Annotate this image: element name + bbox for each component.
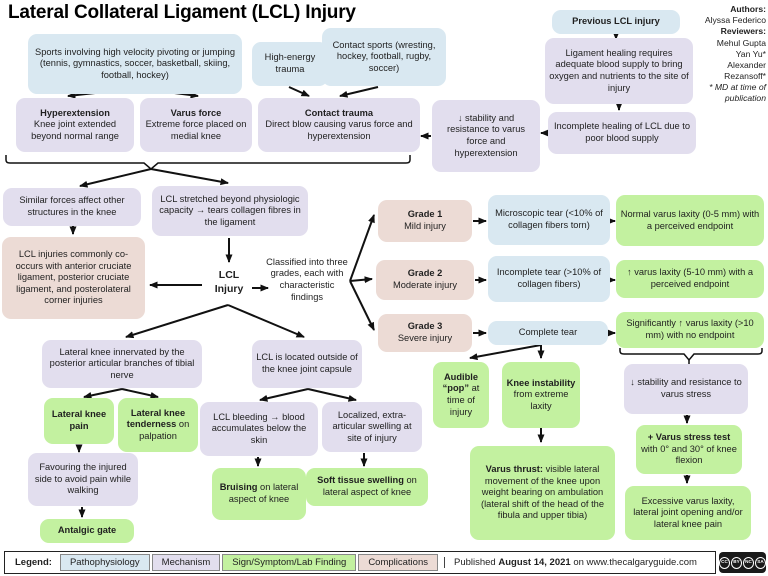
node-lateral-knee-innervation: Lateral knee innervated by the posterior…	[42, 340, 202, 388]
node-microscopic-tear: Microscopic tear (<10% of collagen fiber…	[488, 195, 610, 245]
node-co-occurring-injuries: LCL injuries commonly co-occurs with ant…	[2, 237, 145, 319]
cc-by-icon: by	[731, 556, 742, 569]
credits-block: Authors: Alyssa Federico Reviewers: Mehu…	[688, 4, 766, 105]
cc-sa-icon: sa	[755, 556, 766, 569]
node-decreased-stability-force: ↓ stability and resistance to varus forc…	[432, 100, 540, 172]
reviewers-label: Reviewers:	[720, 26, 766, 37]
cc-license-badge[interactable]: cc by nc sa	[719, 552, 766, 573]
legend-item-sign-symptom: Sign/Symptom/Lab Finding	[222, 554, 357, 571]
node-high-energy-trauma: High-energy trauma	[252, 42, 328, 86]
published-date: August 14, 2021	[498, 557, 571, 568]
node-lcl-location: LCL is located outside of the knee joint…	[252, 340, 362, 388]
node-increased-varus-laxity: ↑ varus laxity (5-10 mm) with a perceive…	[616, 260, 764, 298]
node-sports: Sports involving high velocity pivoting …	[28, 34, 242, 94]
node-audible-pop: Audible “pop” at time of injury	[433, 362, 489, 428]
node-previous-lcl-injury: Previous LCL injury	[552, 10, 680, 34]
legend-item-mechanism: Mechanism	[151, 554, 221, 571]
node-contact-sports: Contact sports (wresting, hockey, footba…	[322, 28, 446, 86]
md-note: * MD at time of publication	[709, 82, 766, 104]
published-line: Published August 14, 2021 on www.thecalg…	[443, 557, 697, 568]
reviewer-name: Yan Yu*	[735, 48, 766, 59]
node-lcl-stretched: LCL stretched beyond physiologic capacit…	[152, 186, 308, 236]
cc-icon: cc	[719, 556, 730, 569]
node-normal-varus-laxity: Normal varus laxity (0-5 mm) with a perc…	[616, 195, 764, 246]
legend-label: Legend:	[15, 557, 52, 568]
node-ligament-healing: Ligament healing requires adequate blood…	[545, 38, 693, 104]
legend-bar: Legend: Pathophysiology Mechanism Sign/S…	[4, 551, 716, 574]
node-bruising: Bruising on lateral aspect of knee	[212, 468, 306, 520]
node-lcl-injury: LCL Injury	[214, 269, 244, 295]
node-excessive-varus-laxity: Excessive varus laxity, lateral joint op…	[625, 486, 751, 540]
node-similar-forces: Similar forces affect other structures i…	[3, 188, 141, 226]
node-lateral-knee-pain: Lateral knee pain	[44, 398, 114, 444]
reviewer-name: Alexander Rezansoff*	[724, 59, 766, 82]
node-varus-stress-test: + Varus stress test with 0° and 30° of k…	[636, 425, 742, 474]
node-lateral-knee-tenderness: Lateral knee tenderness on palpation	[118, 398, 198, 452]
node-favouring-injured-side: Favouring the injured side to avoid pain…	[28, 453, 138, 506]
node-varus-thrust: Varus thrust: visible lateral movement o…	[470, 446, 615, 540]
author-name: Alyssa Federico	[704, 15, 766, 26]
reviewer-name: Mehul Gupta	[716, 37, 766, 48]
page-title: Lateral Collateral Ligament (LCL) Injury	[8, 2, 356, 23]
node-knee-instability: Knee instability from extreme laxity	[502, 362, 580, 428]
legend-item-complications: Complications	[358, 554, 438, 571]
node-lcl-bleeding: LCL bleeding → blood accumulates below t…	[200, 402, 318, 456]
node-incomplete-tear: Incomplete tear (>10% of collagen fibers…	[488, 256, 610, 302]
cc-nc-icon: nc	[743, 556, 754, 569]
legend-item-pathophysiology: Pathophysiology	[59, 554, 150, 571]
node-incomplete-healing: Incomplete healing of LCL due to poor bl…	[548, 112, 696, 154]
node-complete-tear: Complete tear	[488, 321, 608, 345]
node-soft-tissue-swelling: Soft tissue swelling on lateral aspect o…	[306, 468, 428, 506]
authors-label: Authors:	[730, 4, 766, 14]
node-classified-into-grades: Classified into three grades, each with …	[266, 256, 348, 302]
node-decreased-stability-stress: ↓ stability and resistance to varus stre…	[624, 364, 748, 414]
node-localized-swelling: Localized, extra-articular swelling at s…	[322, 402, 422, 452]
node-antalgic-gate: Antalgic gate	[40, 519, 134, 543]
node-significant-varus-laxity: Significantly ↑ varus laxity (>10 mm) wi…	[616, 312, 764, 348]
